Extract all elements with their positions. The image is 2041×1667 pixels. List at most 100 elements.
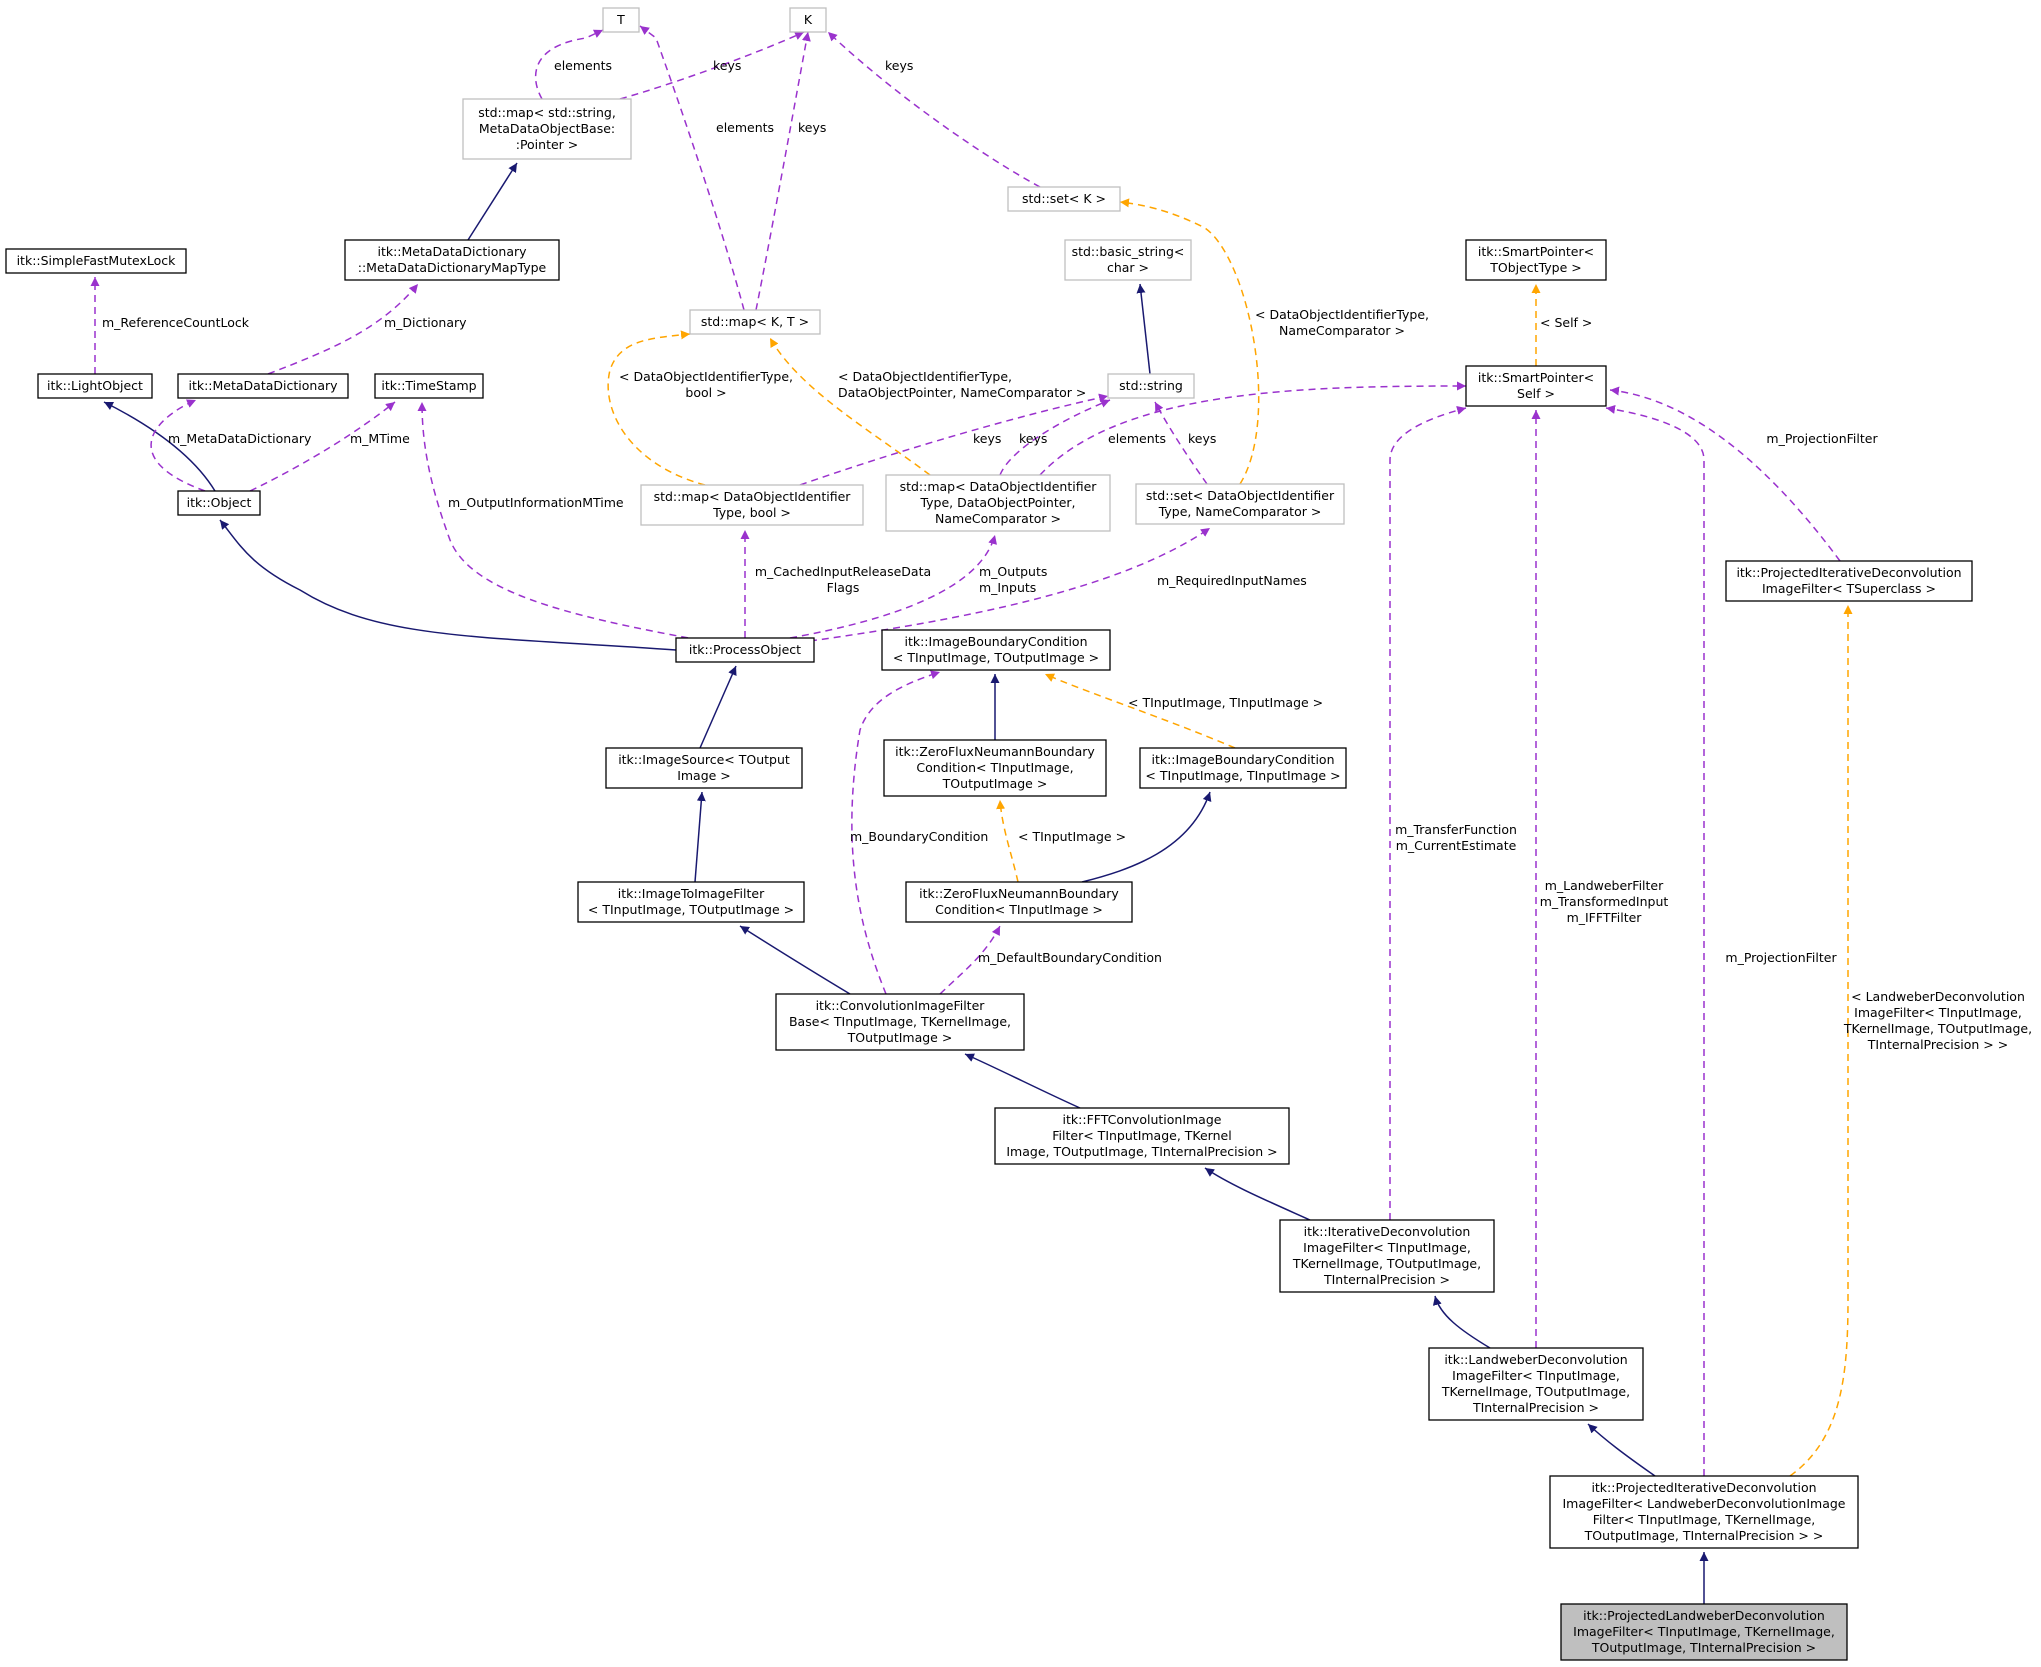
edge-label-map_ptr-to-stdstring: keys <box>1019 431 1047 446</box>
edge-label-mdd-to-mdd_maptype: m_Dictionary <box>384 315 467 330</box>
class-box <box>994 1107 1290 1165</box>
class-node-stdstring: std::string <box>1107 373 1195 399</box>
class-node-T: T <box>602 7 640 33</box>
edge-label-object-to-timestamp: m_MTime <box>350 431 410 446</box>
class-name: itk::ProcessObject <box>689 642 801 657</box>
class-box <box>789 7 827 33</box>
edge-label-map_ptr-to-map_KT: < DataObjectIdentifierType,DataObjectPoi… <box>838 369 1086 400</box>
class-box <box>1279 1219 1495 1293</box>
class-node-set_K: std::set< K > <box>1007 186 1121 212</box>
edge-label-proj_landweber_tpl-to-smartptr_self: m_ProjectionFilter <box>1725 950 1837 965</box>
class-box <box>675 637 815 663</box>
class-node-map_string: std::map< std::string,MetaDataObjectBase… <box>462 98 632 160</box>
class-node-basic_string: std::basic_string<char > <box>1064 239 1192 281</box>
class-name: itk::ImageToImageFilter< TInputImage, TO… <box>588 886 794 917</box>
edge-set_K-to-K <box>827 31 1041 188</box>
class-box <box>881 629 1111 671</box>
class-node-lightobject[interactable]: itk::LightObject <box>37 373 153 399</box>
edge-proj_landweber_tpl-to-proj_super <box>1789 605 1853 1477</box>
edge-processobject-to-set_name <box>809 527 1211 642</box>
edge-mdd_maptype-to-map_string <box>467 162 518 241</box>
edge-map_ptr-to-stdstring <box>999 399 1111 476</box>
class-node-imagetoimage[interactable]: itk::ImageToImageFilter< TInputImage, TO… <box>577 881 805 923</box>
class-node-smartptr_T[interactable]: itk::SmartPointer<TObjectType > <box>1465 239 1607 281</box>
class-node-ibc_in[interactable]: itk::ImageBoundaryCondition< TInputImage… <box>1139 747 1347 789</box>
class-node-object[interactable]: itk::Object <box>177 490 261 516</box>
edge-map_string-to-K <box>619 31 805 100</box>
class-name: itk::SmartPointer<TObjectType > <box>1478 244 1594 275</box>
class-box <box>689 309 821 335</box>
class-node-mdd_maptype[interactable]: itk::MetaDataDictionary::MetaDataDiction… <box>344 239 560 281</box>
class-box <box>1139 747 1347 789</box>
class-box <box>1064 239 1192 281</box>
class-name: std::string <box>1119 378 1183 393</box>
edge-object-to-lightobject <box>103 401 216 492</box>
class-box <box>640 484 864 526</box>
edge-proj_landweber_tpl-to-landweber <box>1587 1423 1656 1477</box>
class-name: std::basic_string<char > <box>1072 244 1185 275</box>
class-node-mdd[interactable]: itk::MetaDataDictionary <box>177 373 349 399</box>
class-box <box>605 747 803 789</box>
edge-map_KT-to-K <box>755 31 811 311</box>
edge-label-object-to-mdd: m_MetaDataDictionary <box>168 431 312 446</box>
class-name: itk::ImageBoundaryCondition< TInputImage… <box>893 634 1099 665</box>
edge-label-map_KT-to-K: keys <box>798 120 826 135</box>
edge-processobject-to-timestamp <box>417 401 701 641</box>
edge-stdstring-to-basic_string <box>1136 283 1151 375</box>
class-box <box>5 248 187 274</box>
edge-label-lightobject-to-mutexlock: m_ReferenceCountLock <box>102 315 250 330</box>
class-node-smartptr_self[interactable]: itk::SmartPointer<Self > <box>1465 365 1607 407</box>
edge-label-map_bool-to-map_KT: < DataObjectIdentifierType,bool > <box>619 369 793 400</box>
class-box <box>1107 373 1195 399</box>
class-box <box>1465 239 1607 281</box>
class-node-mutexlock[interactable]: itk::SimpleFastMutexLock <box>5 248 187 274</box>
class-name: itk::ImageBoundaryCondition< TInputImage… <box>1145 752 1340 783</box>
class-node-timestamp[interactable]: itk::TimeStamp <box>374 373 484 399</box>
edge-label-processobject-to-set_name: m_RequiredInputNames <box>1157 573 1307 588</box>
edge-iterdeconv-to-smartptr_self <box>1389 405 1467 1220</box>
class-box <box>1725 560 1973 602</box>
edge-label-set_K-to-K: keys <box>885 58 913 73</box>
edge-label-convbase-to-ibc_out: m_BoundaryCondition <box>850 829 988 844</box>
edge-label-processobject-to-timestamp: m_OutputInformationMTime <box>448 495 624 510</box>
class-box <box>1560 1603 1848 1661</box>
edge-imagetoimage-to-imagesource <box>694 791 706 883</box>
edge-label-zfn_in-to-zfn_out: < TInputImage > <box>1018 829 1126 844</box>
edge-map_bool-to-stdstring <box>799 393 1109 486</box>
edge-object-to-timestamp <box>249 401 396 492</box>
edge-label-smartptr_self-to-smartptr_T: < Self > <box>1540 315 1592 330</box>
class-box <box>1465 365 1607 407</box>
edge-map_ptr-to-map_KT <box>769 337 931 476</box>
class-node-ibc_out[interactable]: itk::ImageBoundaryCondition< TInputImage… <box>881 629 1111 671</box>
class-node-processobject[interactable]: itk::ProcessObject <box>675 637 815 663</box>
class-box <box>775 993 1025 1051</box>
class-box <box>885 474 1111 532</box>
edge-label-map_KT-to-T: elements <box>716 120 774 135</box>
